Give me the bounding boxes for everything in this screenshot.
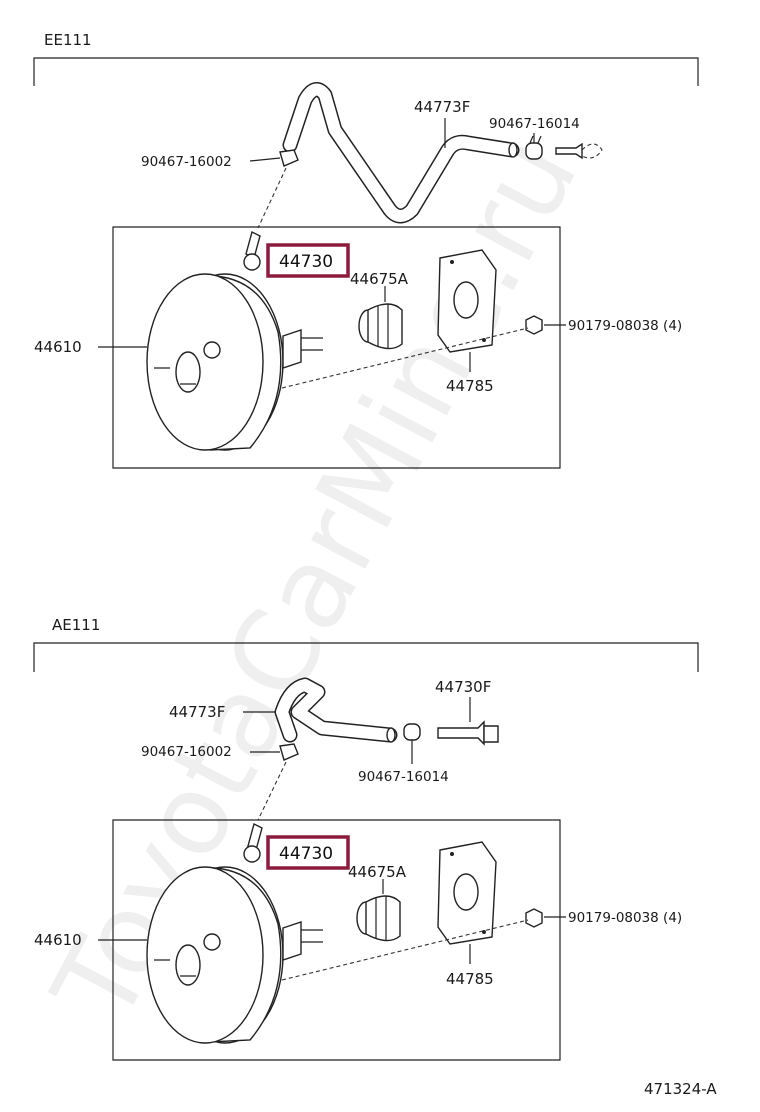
part-label-44785: 44785 [446, 970, 494, 988]
section-ee111: EE111 44730 [33, 31, 699, 469]
section-bracket [33, 642, 699, 672]
brake-booster[interactable] [146, 866, 323, 1044]
part-label-clip-left: 90467-16002 [141, 744, 232, 760]
assembly-frame [112, 226, 561, 469]
variant-label: AE111 [52, 616, 100, 634]
push-rod-boot[interactable] [358, 303, 403, 350]
part-label-44785: 44785 [446, 377, 494, 395]
section-bracket [33, 57, 699, 86]
check-valve-fitting[interactable] [437, 720, 499, 746]
mounting-nut[interactable] [525, 908, 543, 928]
hose-clip-left[interactable] [279, 743, 299, 761]
push-rod-boot[interactable] [356, 895, 401, 942]
part-label-44730f: 44730F [435, 678, 491, 696]
part-label-44675a: 44675A [350, 270, 409, 288]
diagram-number: 471324-A [644, 1080, 717, 1098]
vacuum-elbow-fitting[interactable] [243, 822, 263, 863]
vacuum-hose[interactable] [274, 677, 398, 743]
part-label-nut: 90179-08038 (4) [568, 910, 682, 926]
part-label-44730: 44730 [279, 252, 333, 272]
part-label-44610: 44610 [34, 931, 82, 949]
booster-gasket[interactable] [437, 841, 497, 945]
section-ae111: AE111 44773F 90467-16014 44730F 90467-16… [33, 616, 699, 1061]
mounting-nut[interactable] [525, 315, 543, 335]
brake-booster[interactable] [146, 273, 323, 451]
part-label-clip-bottom: 90467-16014 [358, 769, 449, 785]
check-valve-pipe[interactable] [555, 142, 603, 160]
leader-clip-left [249, 157, 281, 162]
highlight-box [266, 243, 350, 278]
variant-label: EE111 [44, 31, 92, 49]
part-label-44773f: 44773F [169, 703, 225, 721]
part-label-nut: 90179-08038 (4) [568, 318, 682, 334]
part-label-44610: 44610 [34, 338, 82, 356]
leader-dashed [281, 327, 529, 389]
part-label-44730: 44730 [279, 844, 333, 864]
hose-clip-bottom[interactable] [403, 723, 421, 741]
booster-gasket[interactable] [437, 249, 497, 353]
leader-dashed [257, 167, 287, 229]
highlight-box [266, 835, 350, 870]
vacuum-elbow-fitting[interactable] [243, 230, 261, 271]
leader-dashed [257, 761, 287, 821]
assembly-frame [112, 819, 561, 1061]
part-label-clip-top: 90467-16014 [489, 116, 580, 132]
leader-dashed [281, 919, 529, 981]
part-label-44773f: 44773F [414, 98, 470, 116]
part-label-clip-left: 90467-16002 [141, 154, 232, 170]
hose-clip-left[interactable] [279, 149, 299, 167]
part-label-44675a: 44675A [348, 863, 407, 881]
hose-clip-top[interactable] [525, 135, 543, 160]
vacuum-hose[interactable] [282, 82, 520, 224]
